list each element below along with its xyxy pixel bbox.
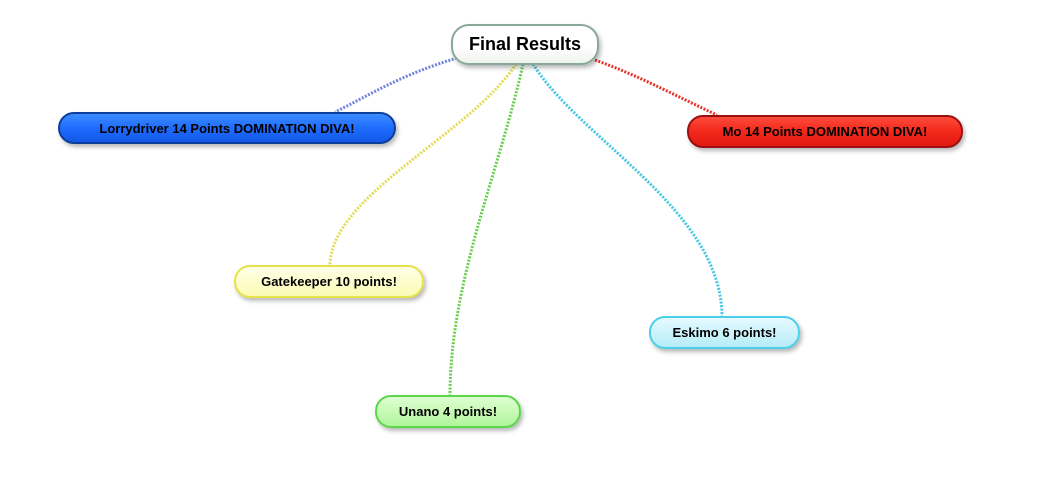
connector-eskimo xyxy=(531,63,724,318)
connector-lorrydriver xyxy=(334,56,458,114)
connector-mo xyxy=(594,58,718,117)
root-topic-final-results[interactable]: Final Results xyxy=(451,24,599,65)
topic-mo-label: Mo 14 Points DOMINATION DIVA! xyxy=(722,124,928,139)
topic-gatekeeper-label: Gatekeeper 10 points! xyxy=(261,274,397,289)
topic-mo[interactable]: Mo 14 Points DOMINATION DIVA! xyxy=(687,115,963,148)
topic-eskimo[interactable]: Eskimo 6 points! xyxy=(649,316,800,349)
connector-gatekeeper xyxy=(328,63,518,267)
topic-unano[interactable]: Unano 4 points! xyxy=(375,395,521,428)
topic-lorrydriver-label: Lorrydriver 14 Points DOMINATION DIVA! xyxy=(99,120,355,136)
connector-unano xyxy=(448,63,525,397)
topic-eskimo-label: Eskimo 6 points! xyxy=(672,325,777,340)
root-topic-label: Final Results xyxy=(468,34,582,54)
topic-lorrydriver[interactable]: Lorrydriver 14 Points DOMINATION DIVA! xyxy=(58,112,396,144)
topic-gatekeeper[interactable]: Gatekeeper 10 points! xyxy=(234,265,424,298)
topic-unano-label: Unano 4 points! xyxy=(398,404,498,419)
